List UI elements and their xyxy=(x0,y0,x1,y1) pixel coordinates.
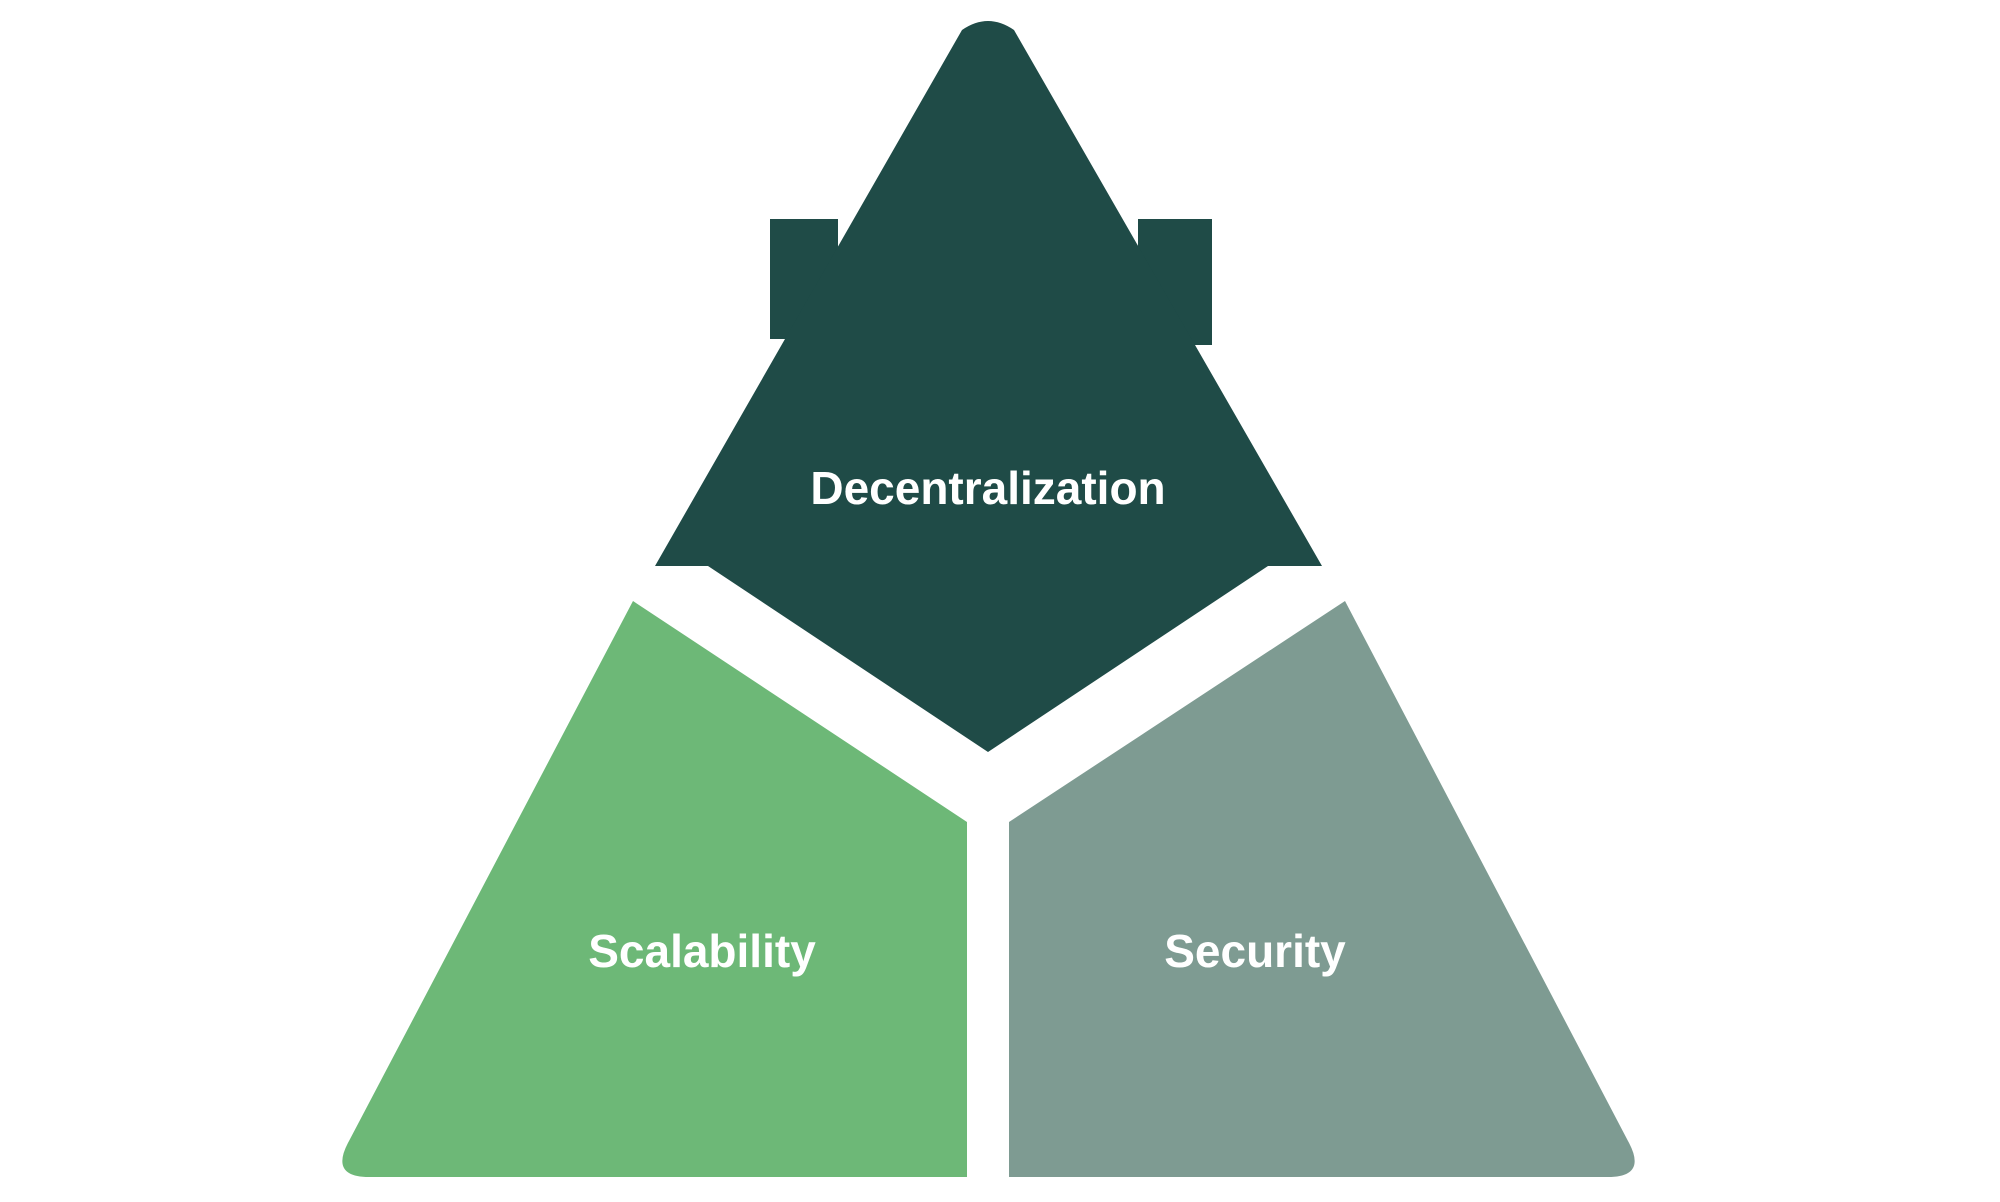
label-scalability: Scalability xyxy=(588,925,816,977)
segment-security[interactable] xyxy=(1009,601,1635,1177)
segment-scalability[interactable] xyxy=(342,601,967,1177)
label-security: Security xyxy=(1164,925,1346,977)
segment-decentralization[interactable] xyxy=(655,21,1322,752)
label-decentralization: Decentralization xyxy=(810,462,1165,514)
